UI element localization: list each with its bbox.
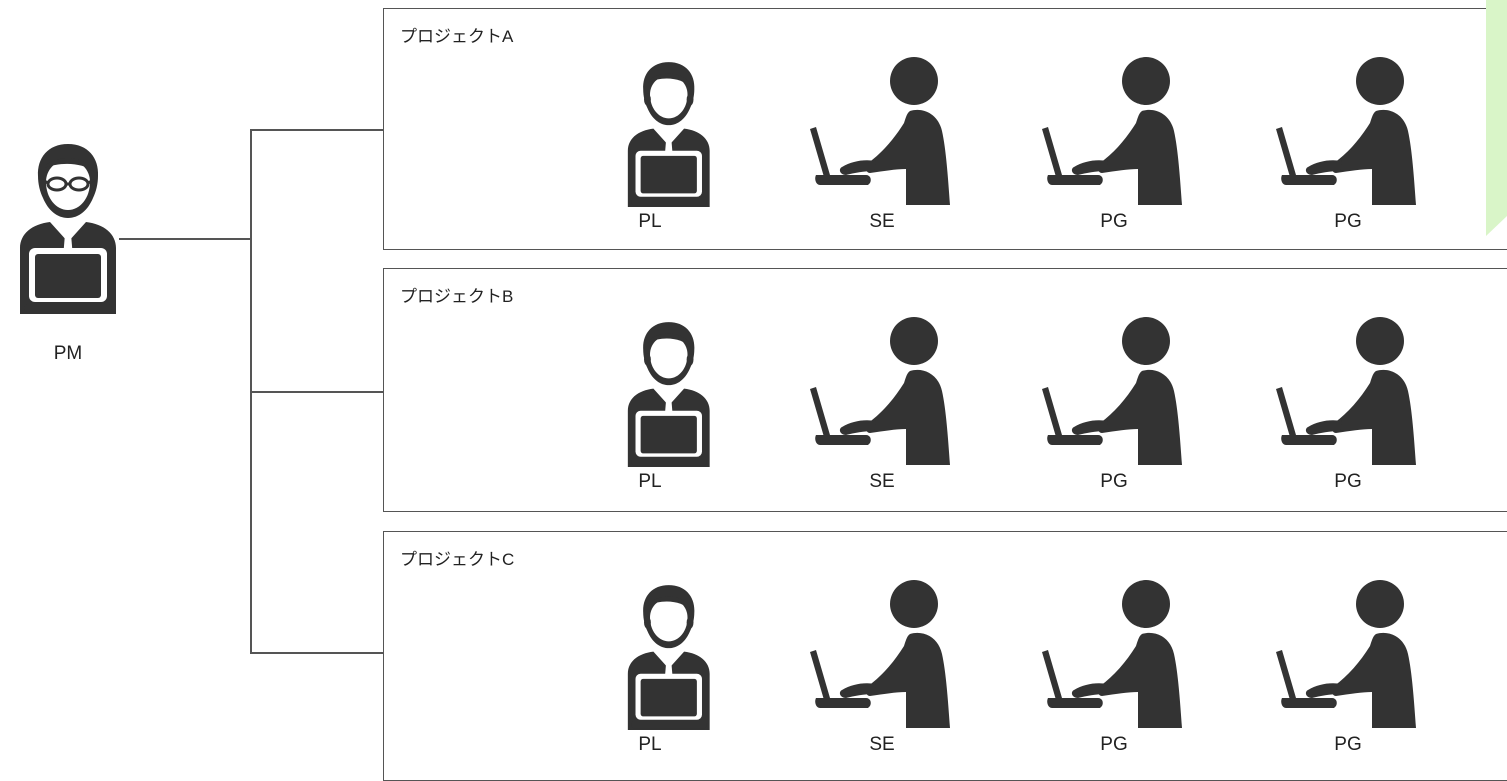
project-box-a: プロジェクトA PL SE PG PG — [383, 8, 1507, 250]
leader-with-laptop-icon — [570, 57, 730, 207]
project-box-c: プロジェクトC PL SE PG PG — [383, 531, 1507, 781]
member-role-label: SE — [869, 471, 895, 492]
member-se: SE — [802, 57, 962, 247]
member-pl: PL — [570, 57, 730, 247]
member-se: SE — [802, 580, 962, 770]
member-role-label: SE — [869, 734, 895, 755]
project-title: プロジェクトC — [400, 550, 515, 569]
project-title: プロジェクトA — [400, 27, 514, 46]
member-pl: PL — [570, 580, 730, 770]
member-pl: PL — [570, 317, 730, 507]
sticky-note — [1486, 0, 1507, 236]
leader-with-laptop-icon — [570, 317, 730, 467]
person-at-laptop-icon — [802, 317, 962, 467]
person-at-laptop-icon — [802, 580, 962, 730]
member-se: SE — [802, 317, 962, 507]
member-role-label: PG — [1100, 211, 1128, 232]
member-role-label: SE — [869, 211, 895, 232]
person-at-laptop-icon — [1034, 317, 1194, 467]
branch-connector-c — [250, 652, 384, 654]
member-role-label: PG — [1334, 734, 1362, 755]
member-role-label: PG — [1100, 734, 1128, 755]
member-role-label: PG — [1100, 471, 1128, 492]
member-pg: PG — [1268, 57, 1428, 247]
person-at-laptop-icon — [1034, 580, 1194, 730]
leader-with-laptop-icon — [570, 580, 730, 730]
person-at-laptop-icon — [1268, 317, 1428, 467]
member-pg: PG — [1034, 57, 1194, 247]
member-pg: PG — [1268, 317, 1428, 507]
person-at-laptop-icon — [1268, 580, 1428, 730]
pm-label: PM — [53, 343, 83, 364]
sticky-note-fold — [1486, 216, 1507, 236]
member-pg: PG — [1268, 580, 1428, 770]
member-pg: PG — [1034, 580, 1194, 770]
person-at-laptop-icon — [1268, 57, 1428, 207]
pm-horizontal-connector — [119, 238, 250, 240]
pm-node: PM — [10, 138, 126, 364]
member-role-label: PL — [638, 471, 662, 492]
member-pg: PG — [1034, 317, 1194, 507]
member-role-label: PG — [1334, 211, 1362, 232]
branch-connector-a — [250, 129, 384, 131]
project-box-b: プロジェクトB PL SE PG PG — [383, 268, 1507, 512]
branch-connector-b — [250, 391, 384, 393]
person-at-laptop-icon — [1034, 57, 1194, 207]
member-role-label: PL — [638, 734, 662, 755]
member-role-label: PL — [638, 211, 662, 232]
manager-with-glasses-laptop-icon — [10, 138, 126, 314]
member-role-label: PG — [1334, 471, 1362, 492]
project-title: プロジェクトB — [400, 287, 514, 306]
person-at-laptop-icon — [802, 57, 962, 207]
